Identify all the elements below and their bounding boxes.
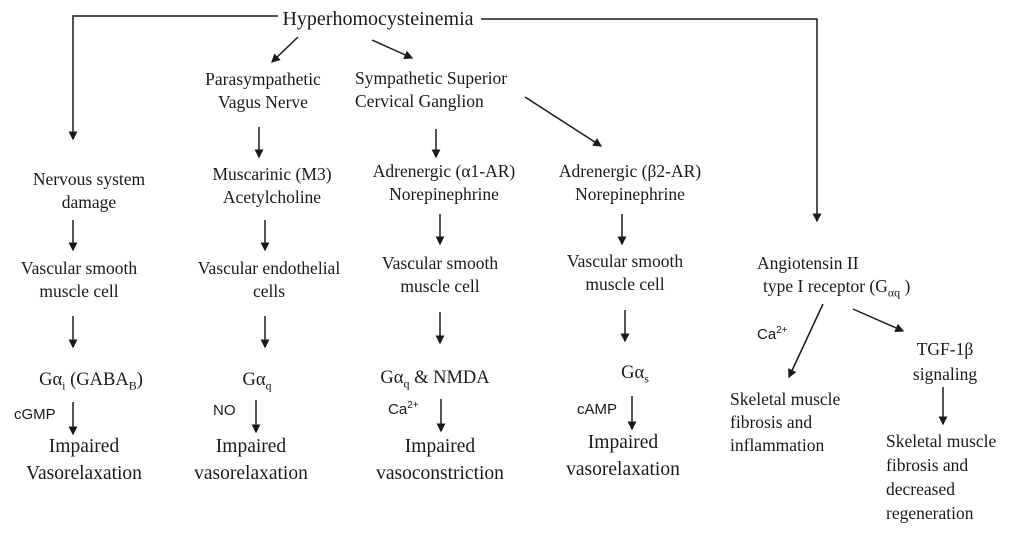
node-galpha-q: Gαq [242, 369, 271, 392]
node-line: muscle cell [585, 274, 665, 294]
node-line: vasoconstriction [376, 463, 504, 484]
node-line: decreased [886, 479, 955, 499]
arrow-hyper-to-sympathetic [371, 39, 414, 59]
node-subscript: q [265, 378, 272, 393]
node-line: signaling [912, 364, 978, 384]
node-text: (GABA [65, 370, 129, 390]
node-hyperhomocysteinemia: Hyperhomocysteinemia [282, 8, 474, 30]
node-line: Vascular smooth [566, 251, 684, 271]
node-line: cells [252, 281, 286, 301]
node-text: ) [136, 370, 143, 390]
node-subscript: q [403, 376, 410, 391]
node-vascular-endothelial-cells: Vascular endothelial cells [198, 257, 340, 303]
node-parasympathetic-vagus-nerve: Parasympathetic Vagus Nerve [205, 68, 321, 114]
node-galpha-i-gaba-b: Gαi (GABAB) [39, 369, 143, 392]
node-skeletal-muscle-fibrosis-inflammation: Skeletal muscle fibrosis and inflammatio… [730, 388, 840, 457]
label-cgmp: cGMP [14, 406, 56, 423]
node-text: Gα [242, 370, 266, 390]
node-line: muscle cell [400, 276, 480, 296]
node-line: Cervical Ganglion [355, 91, 484, 111]
node-line: inflammation [730, 435, 825, 455]
node-line: Vascular smooth [381, 253, 499, 273]
node-nervous-system-damage: Nervous system damage [33, 168, 145, 214]
node-line: Vasorelaxation [26, 463, 142, 484]
node-line: Vascular endothelial [197, 258, 341, 278]
node-galpha-q-nmda: Gαq & NMDA [380, 367, 489, 390]
node-adrenergic-alpha1-norepinephrine: Adrenergic (α1-AR) Norepinephrine [373, 160, 515, 206]
node-skeletal-muscle-fibrosis-regeneration: Skeletal muscle fibrosis and decreased r… [886, 429, 996, 525]
node-line: vasorelaxation [194, 463, 308, 484]
node-angiotensin-ii-type-i-receptor: Angiotensin II type I receptor (Gαq ) [757, 252, 911, 300]
node-line: vasorelaxation [566, 459, 680, 480]
node-galpha-s: Gαs [621, 362, 649, 385]
label-no: NO [213, 402, 236, 419]
node-line: TGF-1β [916, 339, 974, 359]
node-muscarinic-acetylcholine: Muscarinic (M3) Acetylcholine [212, 163, 331, 209]
node-line: Norepinephrine [389, 184, 499, 204]
node-subscript: B [128, 378, 137, 393]
label-superscript: 2+ [407, 400, 419, 411]
node-text: Gα [380, 368, 404, 388]
node-line: Parasympathetic [205, 69, 321, 89]
node-text: Gα [39, 370, 63, 390]
node-text: Gα [621, 363, 645, 383]
node-text: ) [900, 276, 911, 296]
node-sympathetic-superior-cervical-ganglion: Sympathetic Superior Cervical Ganglion [355, 67, 507, 113]
label-camp: cAMP [577, 401, 618, 418]
node-vascular-smooth-muscle-cell-4: Vascular smooth muscle cell [567, 250, 683, 296]
node-impaired-vasoconstriction: Impaired vasoconstriction [376, 433, 504, 487]
node-line: Adrenergic (β2-AR) [558, 161, 702, 181]
node-line: type I receptor (Gαq ) [757, 275, 911, 300]
label-ca2-angiotensin: Ca2+ [757, 326, 788, 344]
node-line: Vascular smooth [20, 258, 138, 278]
node-text: & NMDA [409, 368, 490, 388]
node-subscript: αq [887, 285, 901, 300]
node-tgf-1b-signaling: TGF-1β signaling [913, 337, 977, 387]
arrow-angiotensin-to-tgf [852, 308, 905, 333]
node-impaired-vasorelaxation-4: Impaired vasorelaxation [566, 429, 680, 483]
node-line: Vagus Nerve [218, 92, 308, 112]
node-line: fibrosis and [730, 412, 813, 432]
node-text: type I receptor (G [763, 276, 888, 296]
node-subscript: s [644, 371, 649, 386]
arrow-hyper-to-parasympathetic [271, 36, 299, 63]
node-line: Impaired [215, 436, 287, 457]
label-ca2-vasoconstriction: Ca2+ [388, 401, 419, 419]
label-superscript: 2+ [776, 325, 788, 336]
node-vascular-smooth-muscle-cell-1: Vascular smooth muscle cell [21, 257, 137, 303]
node-line: Acetylcholine [222, 187, 322, 207]
node-line: Skeletal muscle [730, 389, 841, 409]
node-vascular-smooth-muscle-cell-3: Vascular smooth muscle cell [382, 252, 498, 298]
label-text: Ca [388, 401, 408, 418]
node-line: Muscarinic (M3) [212, 164, 332, 184]
node-line: muscle cell [39, 281, 119, 301]
arrow-sympathetic-to-beta2 [524, 96, 603, 147]
node-line: Impaired [404, 436, 476, 457]
node-subscript: i [62, 378, 66, 393]
node-line: Norepinephrine [575, 184, 685, 204]
node-line: regeneration [886, 503, 974, 523]
node-line: Skeletal muscle [886, 431, 997, 451]
node-line: Adrenergic (α1-AR) [372, 161, 516, 181]
node-line: fibrosis and [886, 455, 969, 475]
node-line: Sympathetic Superior [355, 68, 508, 88]
label-text: Ca [757, 326, 777, 343]
node-impaired-vasorelaxation-1: Impaired Vasorelaxation [26, 433, 142, 487]
node-line: Impaired [587, 432, 659, 453]
node-line: damage [61, 192, 117, 212]
arrow-angiotensin-to-skeletal [788, 303, 824, 379]
node-adrenergic-beta2-norepinephrine: Adrenergic (β2-AR) Norepinephrine [559, 160, 701, 206]
node-line: Nervous system [32, 169, 146, 189]
node-impaired-vasorelaxation-2: Impaired vasorelaxation [194, 433, 308, 487]
node-line: Angiotensin II [757, 253, 859, 273]
node-line: Impaired [48, 436, 120, 457]
